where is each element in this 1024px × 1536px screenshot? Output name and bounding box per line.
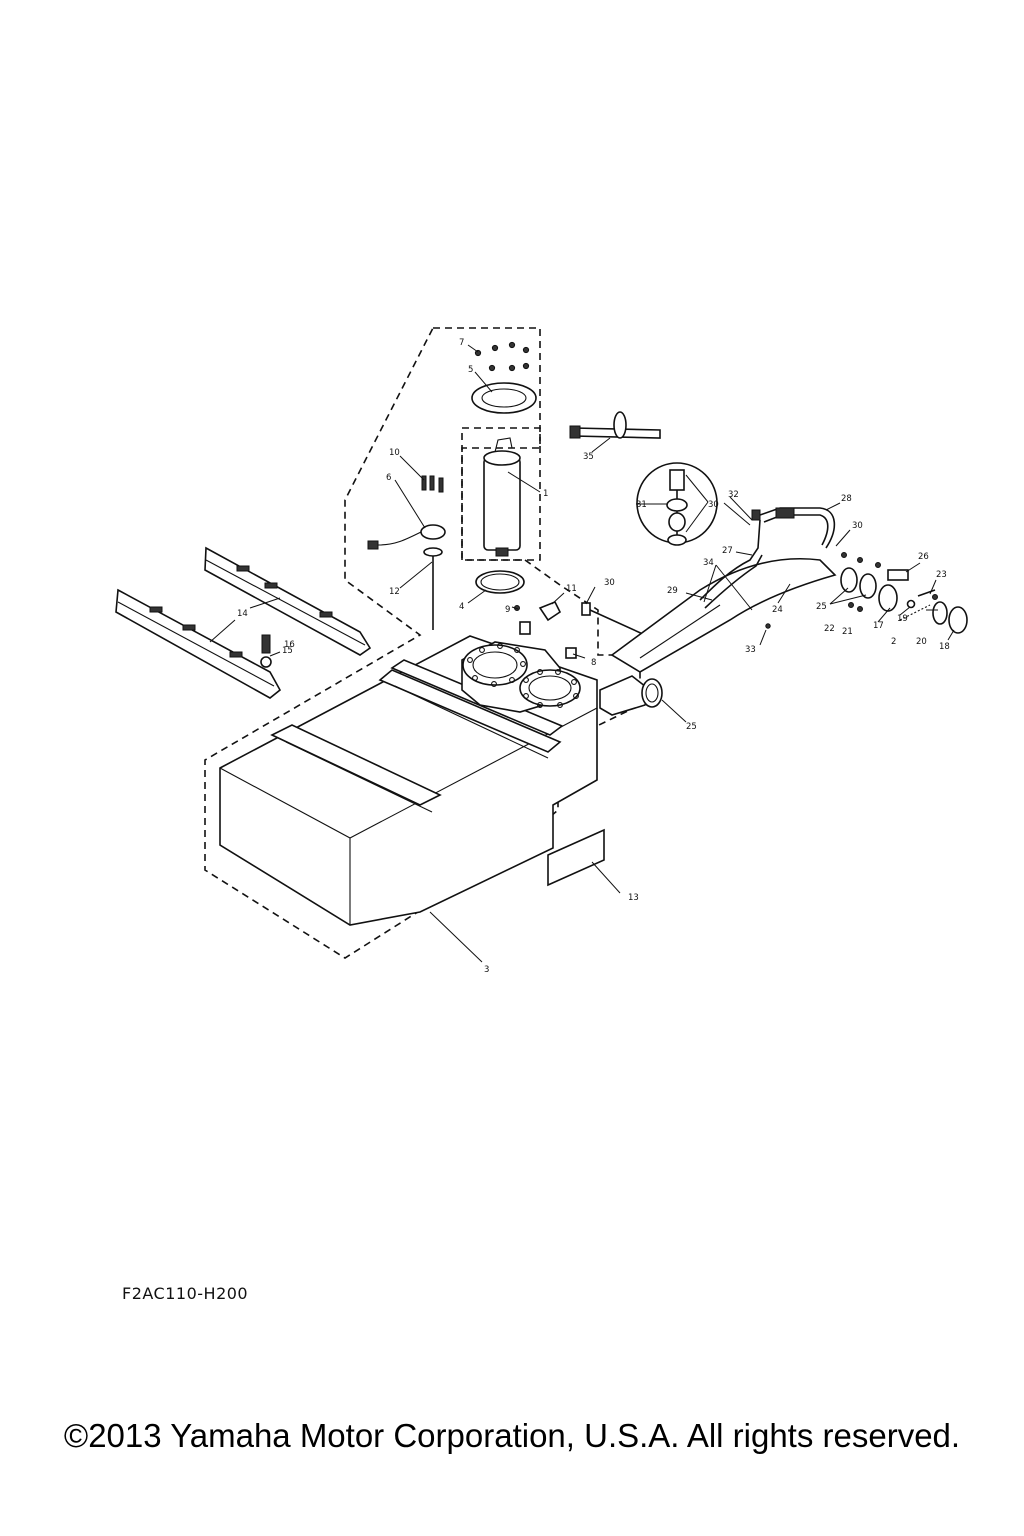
callout-10: 10 (389, 448, 400, 458)
callout-4: 4 (459, 602, 464, 612)
callout-34: 34 (703, 558, 714, 568)
callout-27: 27 (722, 546, 733, 556)
pump-retainer-ring (471, 341, 537, 414)
callout-16: 16 (284, 640, 295, 650)
callout-18: 18 (939, 642, 950, 652)
callout-30-c: 30 (852, 521, 863, 531)
pump-gasket (475, 570, 525, 594)
callout-30-b: 30 (708, 500, 719, 510)
callout-13: 13 (628, 893, 639, 903)
callout-15: 15 (282, 646, 293, 656)
callout-17: 17 (873, 621, 884, 631)
callout-2: 2 (891, 637, 896, 647)
fuel-fittings (514, 600, 661, 659)
fuel-sender-unit (367, 475, 446, 630)
callout-23: 23 (936, 570, 947, 580)
callout-11: 11 (566, 584, 577, 594)
callout-21: 21 (842, 627, 853, 637)
copyright-notice: ©2013 Yamaha Motor Corporation, U.S.A. A… (63, 1417, 961, 1454)
callout-20: 20 (916, 637, 927, 647)
callout-22: 22 (824, 624, 835, 634)
leader-lines (209, 344, 955, 963)
callout-5: 5 (468, 365, 473, 375)
callout-33: 33 (745, 645, 756, 655)
callout-25-cap: 25 (816, 602, 827, 612)
fuel-filler-hose (610, 507, 837, 673)
callout-31: 31 (636, 500, 647, 510)
callout-25-neck: 25 (686, 722, 697, 732)
callout-7: 7 (459, 338, 464, 348)
callout-14: 14 (237, 609, 248, 619)
hose-detail-magnifier (636, 462, 718, 546)
fuel-tank (219, 635, 663, 926)
callout-32: 32 (728, 490, 739, 500)
callout-29: 29 (667, 586, 678, 596)
callout-30-a: 30 (604, 578, 615, 588)
callout-35: 35 (583, 452, 594, 462)
callout-28: 28 (841, 494, 852, 504)
vent-tube (569, 411, 661, 439)
callout-3: 3 (484, 965, 489, 975)
fuel-pump (461, 427, 541, 561)
fuel-cap-assembly (840, 552, 968, 634)
callout-26: 26 (918, 552, 929, 562)
callout-8: 8 (591, 658, 596, 668)
callout-19: 19 (897, 614, 908, 624)
callout-1: 1 (543, 489, 548, 499)
callout-9: 9 (505, 605, 510, 615)
callout-6: 6 (386, 473, 391, 483)
callout-24: 24 (772, 605, 783, 615)
callout-12: 12 (389, 587, 400, 597)
diagram-code: F2AC110-H200 (122, 1284, 249, 1303)
callout-labels: 1 2 3 4 5 6 7 8 9 10 11 12 13 14 15 16 1… (237, 338, 950, 975)
tank-mounting-rails (115, 546, 372, 699)
